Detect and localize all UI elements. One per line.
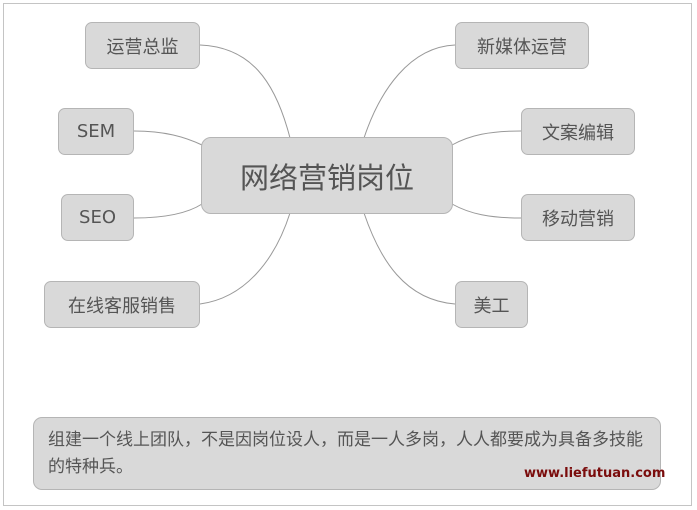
node-yidong-yingxiao[interactable]: 移动营销 [521, 194, 635, 241]
node-yunying-zongjian[interactable]: 运营总监 [85, 22, 200, 69]
center-node-label: 网络营销岗位 [239, 160, 414, 195]
connector-meigong [363, 212, 456, 305]
node-zaixian-kefu[interactable]: 在线客服销售 [44, 281, 200, 328]
connector-wenan [451, 130, 522, 146]
node-sem[interactable]: SEM [58, 108, 134, 155]
node-label: 在线客服销售 [68, 295, 176, 317]
node-meigong[interactable]: 美工 [455, 281, 528, 328]
watermark-link: www.liefutuan.com [524, 466, 666, 481]
node-label: 移动营销 [542, 208, 614, 230]
node-label: 美工 [473, 295, 510, 317]
connector-sem [133, 130, 203, 146]
node-label: SEO [79, 207, 116, 228]
center-node[interactable]: 网络营销岗位 [201, 137, 453, 214]
connector-yunying [199, 44, 291, 139]
summary-note: 组建一个线上团队，不是因岗位设人，而是一人多岗，人人都要成为具备多技能的特种兵。 [33, 417, 661, 490]
node-label: SEM [76, 121, 116, 142]
node-label: 运营总监 [106, 36, 179, 58]
node-xinmeiti-yunying[interactable]: 新媒体运营 [455, 22, 589, 69]
connector-seo [133, 203, 203, 219]
summary-note-text: 组建一个线上团队，不是因岗位设人，而是一人多岗，人人都要成为具备多技能的特种兵。 [48, 430, 643, 477]
node-label: 新媒体运营 [477, 36, 567, 58]
connector-xinmeiti [363, 44, 456, 139]
node-seo[interactable]: SEO [61, 194, 134, 241]
node-wenan-bianji[interactable]: 文案编辑 [521, 108, 635, 155]
node-label: 文案编辑 [542, 122, 614, 144]
connector-kefu [199, 212, 291, 305]
connector-yidong [451, 203, 522, 219]
